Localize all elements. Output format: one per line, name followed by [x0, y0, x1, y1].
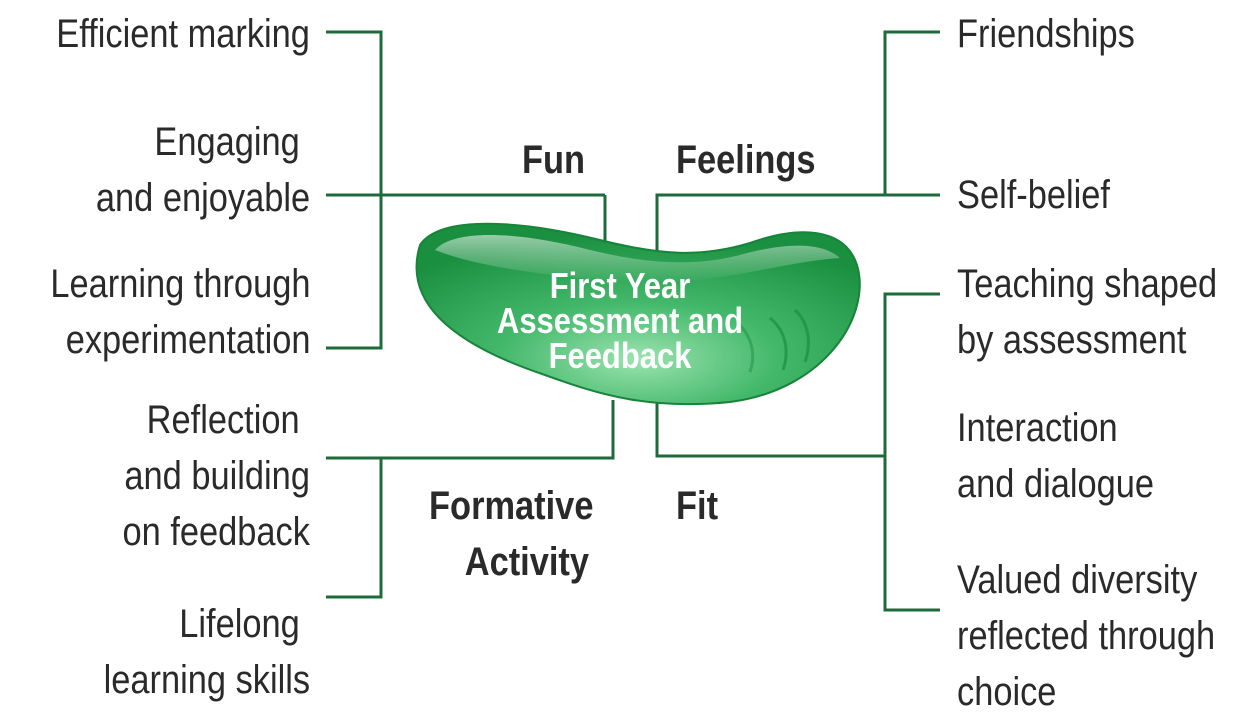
line-fit: [655, 400, 885, 458]
category-formative-line-2: Activity: [464, 540, 589, 584]
item-efficient-marking: Efficient marking: [56, 6, 310, 62]
line-reflection-lifelong: [326, 458, 383, 599]
item-reflection: Reflection and building on feedback: [123, 392, 310, 560]
category-formative-activity: Formative Activity: [429, 478, 594, 590]
line-efficient-marking: [326, 30, 383, 350]
line-feelings: [655, 193, 885, 254]
item-valued-diversity: Valued diversity reflected through choic…: [957, 552, 1215, 720]
category-fun: Fun: [522, 138, 586, 182]
item-learning-experimentation-line-2: experimentation: [65, 318, 310, 362]
item-teaching-shaped-line-1: Teaching shaped: [957, 262, 1218, 306]
category-feelings: Feelings: [676, 138, 816, 182]
item-self-belief: Self-belief: [957, 167, 1110, 223]
item-interaction-line-1: Interaction: [957, 406, 1118, 450]
item-lifelong: Lifelong learning skills: [104, 596, 310, 708]
center-title-line-3: Feedback: [548, 335, 692, 376]
line-formative: [326, 400, 615, 460]
center-title-line-1: First Year: [549, 265, 691, 306]
item-friendships-line-1: Friendships: [957, 12, 1135, 56]
item-teaching-shaped-line-2: by assessment: [957, 318, 1187, 362]
item-self-belief-line-1: Self-belief: [957, 173, 1110, 217]
item-interaction-line-2: and dialogue: [957, 462, 1155, 506]
item-valued-diversity-line-3: choice: [957, 670, 1057, 714]
item-interaction: Interaction and dialogue: [957, 400, 1154, 512]
item-reflection-line-2: and building: [124, 454, 310, 498]
item-reflection-line-3: on feedback: [122, 510, 310, 554]
item-learning-experimentation-line-1: Learning through: [49, 262, 310, 306]
connector-lines: [326, 30, 940, 612]
center-title-line-2: Assessment and: [496, 300, 744, 341]
item-teaching-shaped: Teaching shaped by assessment: [957, 256, 1217, 368]
item-engaging-line-1: Engaging: [154, 120, 300, 164]
item-efficient-marking-line-1: Efficient marking: [56, 12, 310, 56]
item-engaging: Engaging and enjoyable: [96, 114, 310, 226]
item-engaging-line-2: and enjoyable: [95, 176, 310, 220]
category-fit: Fit: [676, 484, 719, 528]
category-formative-line-1: Formative: [429, 484, 594, 528]
bean-shape: [415, 222, 861, 406]
line-teaching: [883, 292, 940, 612]
item-valued-diversity-line-2: reflected through: [957, 614, 1216, 658]
center-title: First Year Assessment and Feedback: [482, 265, 757, 376]
item-learning-experimentation: Learning through experimentation: [50, 256, 310, 368]
item-lifelong-line-2: learning skills: [103, 658, 310, 702]
item-reflection-line-1: Reflection: [146, 398, 300, 442]
line-friendships: [883, 30, 940, 197]
item-friendships: Friendships: [957, 6, 1135, 62]
item-lifelong-line-1: Lifelong: [179, 602, 300, 646]
item-valued-diversity-line-1: Valued diversity: [957, 558, 1198, 602]
